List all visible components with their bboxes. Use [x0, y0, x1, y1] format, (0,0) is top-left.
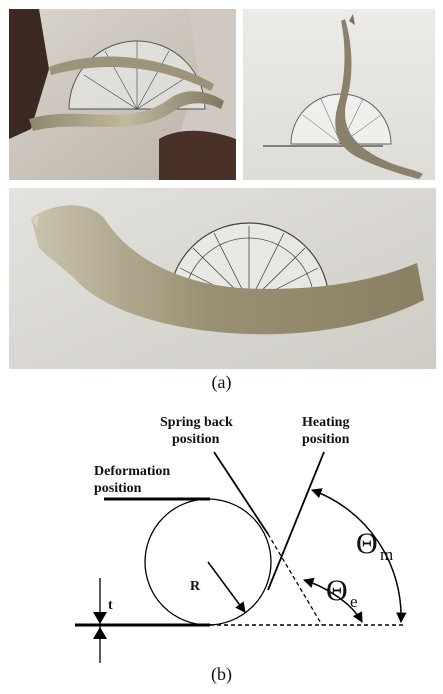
photo-bending-strip-hands: [9, 9, 236, 180]
theta-m-subscript: m: [380, 545, 393, 564]
caption-b: (b): [211, 664, 232, 684]
deformation-label-line2: position: [94, 481, 142, 496]
spring-back-line: [213, 451, 269, 535]
caption-a: (a): [211, 372, 232, 392]
heating-label-line1: Heating: [302, 415, 349, 430]
theta-e-arc: [302, 577, 363, 623]
thickness-arrow-top: [93, 612, 107, 624]
spring-back-label-line1: Spring back: [160, 415, 233, 430]
thickness-label: t: [108, 598, 113, 613]
photo-strip-closeup: [9, 188, 436, 369]
spring-back-label-line2: position: [172, 432, 220, 447]
theta-m-symbol: Θ: [356, 527, 378, 560]
theta-e-symbol: Θ: [326, 574, 348, 607]
theta-e-subscript: e: [350, 592, 358, 611]
theta-m-arc: [311, 488, 407, 624]
spring-back-dashed-extension: [267, 533, 323, 626]
heating-position-line: [267, 451, 325, 591]
radius-arrow: [207, 561, 246, 613]
spring-back-diagram: R t Deformation position Spring back pos…: [75, 415, 407, 663]
thickness-arrow-bottom: [93, 627, 107, 639]
heating-label-line2: position: [302, 432, 350, 447]
deformation-label-line1: Deformation: [94, 464, 170, 479]
photo-curled-strip: [243, 9, 435, 180]
mandrel-circle: [144, 498, 272, 626]
radius-label: R: [190, 579, 201, 594]
